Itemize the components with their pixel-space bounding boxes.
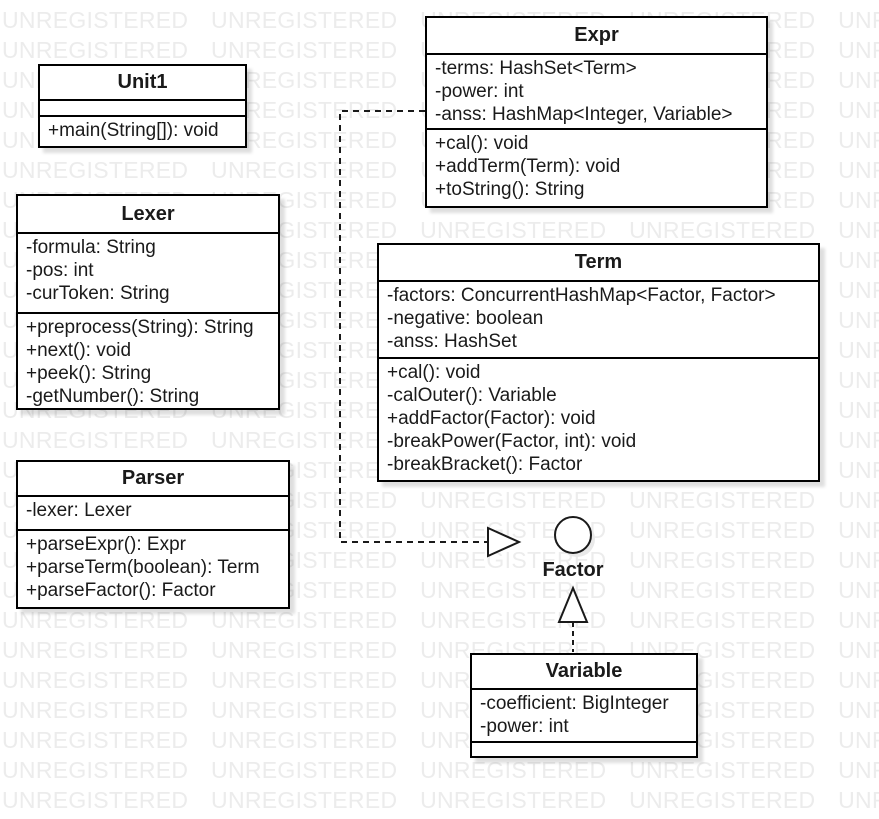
- member-row: -terms: HashSet<Term>: [435, 58, 637, 79]
- class-box-variable[interactable]: Variable -coefficient: BigInteger-power:…: [470, 653, 698, 758]
- member-row: +cal(): void: [435, 133, 529, 154]
- member-row: -anss: HashSet: [387, 331, 517, 352]
- member-row: -anss: HashMap<Integer, Variable>: [435, 104, 733, 125]
- member-row: -formula: String: [26, 237, 156, 258]
- watermark-text: UNREGISTERED UNREGISTERED UNREGISTERED U…: [2, 727, 879, 753]
- interface-label-factor: Factor: [542, 559, 604, 581]
- class-title: Parser: [121, 467, 185, 489]
- member-row: -factors: ConcurrentHashMap<Factor, Fact…: [387, 285, 776, 306]
- class-title: Variable: [545, 660, 623, 682]
- member-row: +cal(): void: [387, 362, 481, 383]
- member-row: +parseTerm(boolean): Term: [26, 557, 260, 578]
- member-row: -lexer: Lexer: [26, 500, 132, 521]
- member-row: +addFactor(Factor): void: [387, 408, 596, 429]
- class-box-expr[interactable]: Expr -terms: HashSet<Term>-power: int-an…: [425, 16, 768, 208]
- methods-section: +main(String[]): void: [40, 115, 245, 146]
- fields-section: -terms: HashSet<Term>-power: int-anss: H…: [427, 53, 766, 128]
- class-box-term[interactable]: Term -factors: ConcurrentHashMap<Factor,…: [377, 243, 820, 482]
- fields-section: -factors: ConcurrentHashMap<Factor, Fact…: [379, 280, 818, 357]
- watermark-text: UNREGISTERED UNREGISTERED UNREGISTERED U…: [2, 637, 879, 663]
- class-title: Term: [574, 251, 623, 273]
- methods-section: [472, 741, 696, 756]
- class-title: Unit1: [117, 71, 168, 93]
- member-row: -coefficient: BigInteger: [480, 693, 669, 714]
- class-title: Expr: [574, 24, 619, 46]
- member-row: -power: int: [480, 716, 569, 737]
- methods-section: +parseExpr(): Expr+parseTerm(boolean): T…: [18, 529, 288, 607]
- watermark-text: UNREGISTERED UNREGISTERED UNREGISTERED U…: [2, 757, 879, 783]
- member-row: +main(String[]): void: [48, 120, 219, 141]
- fields-section: -formula: String-pos: int-curToken: Stri…: [18, 232, 278, 312]
- methods-section: +cal(): void+addTerm(Term): void+toStrin…: [427, 128, 766, 206]
- member-row: -power: int: [435, 81, 524, 102]
- member-row: -calOuter(): Variable: [387, 385, 557, 406]
- member-row: -breakBracket(): Factor: [387, 454, 583, 475]
- watermark-text: UNREGISTERED UNREGISTERED UNREGISTERED U…: [2, 607, 879, 633]
- member-row: -negative: boolean: [387, 308, 544, 329]
- fields-section: -coefficient: BigInteger-power: int: [472, 688, 696, 741]
- watermark-text: UNREGISTERED UNREGISTERED UNREGISTERED U…: [2, 787, 879, 813]
- fields-section: [40, 99, 245, 115]
- member-row: +next(): void: [26, 340, 132, 361]
- member-row: +peek(): String: [26, 363, 152, 384]
- member-row: +preprocess(String): String: [26, 317, 254, 338]
- member-row: +addTerm(Term): void: [435, 156, 621, 177]
- member-row: -breakPower(Factor, int): void: [387, 431, 637, 452]
- class-box-parser[interactable]: Parser -lexer: Lexer +parseExpr(): Expr+…: [16, 460, 290, 609]
- class-box-lexer[interactable]: Lexer -formula: String-pos: int-curToken…: [16, 194, 280, 410]
- methods-section: +preprocess(String): String+next(): void…: [18, 312, 278, 408]
- member-row: +parseFactor(): Factor: [26, 580, 216, 601]
- methods-section: +cal(): void-calOuter(): Variable+addFac…: [379, 357, 818, 480]
- watermark-text: UNREGISTERED UNREGISTERED UNREGISTERED U…: [2, 667, 879, 693]
- fields-section: -lexer: Lexer: [18, 495, 288, 529]
- class-title: Lexer: [121, 202, 175, 225]
- member-row: +parseExpr(): Expr: [26, 534, 186, 555]
- member-row: -getNumber(): String: [26, 386, 200, 407]
- member-row: -curToken: String: [26, 283, 170, 304]
- member-row: +toString(): String: [435, 179, 585, 200]
- class-box-unit1[interactable]: Unit1 +main(String[]): void: [38, 64, 247, 148]
- watermark-text: UNREGISTERED UNREGISTERED UNREGISTERED U…: [2, 697, 879, 723]
- member-row: -pos: int: [26, 260, 94, 281]
